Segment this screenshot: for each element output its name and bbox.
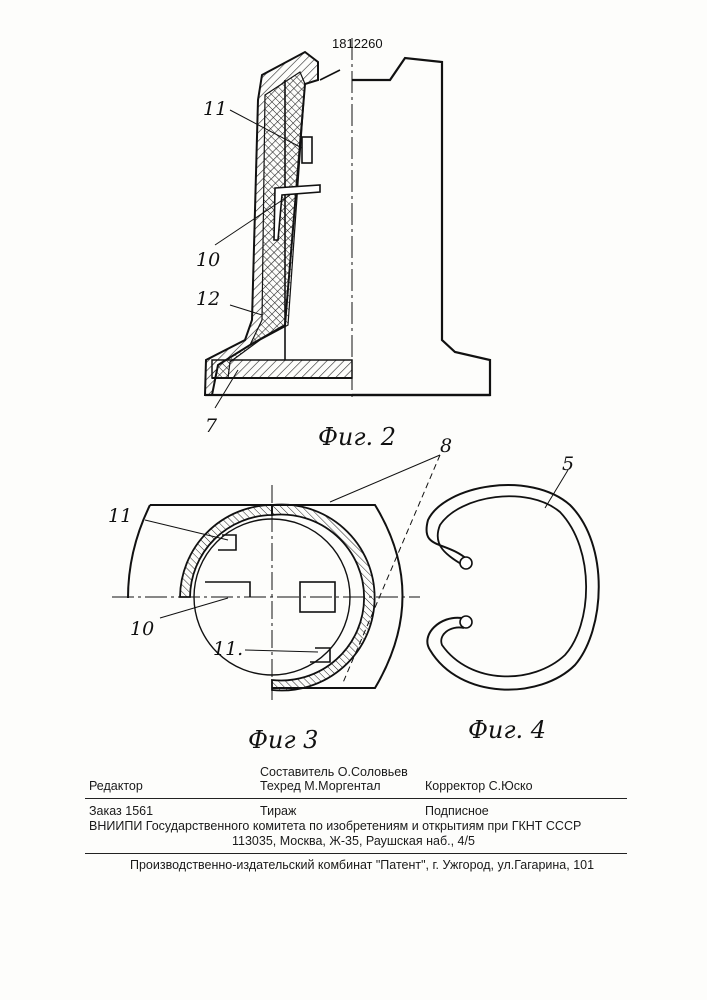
- fig4-caption: Фиг. 4: [468, 716, 546, 744]
- colophon: Составитель О.Соловьев Редактор Техред М…: [0, 760, 707, 1000]
- fig2-label-12: 12: [196, 288, 220, 310]
- fig3-label-10: 10: [130, 618, 154, 640]
- order-number: Заказ 1561: [89, 804, 153, 818]
- rule-2: [85, 853, 627, 854]
- fig3-label-8: 8: [440, 435, 452, 457]
- corrector: Корректор С.Юско: [425, 779, 533, 793]
- fig4-label-5: 5: [562, 453, 574, 475]
- organization: ВНИИПИ Государственного комитета по изоб…: [89, 819, 581, 833]
- editor-label: Редактор: [89, 779, 143, 793]
- figure-4: 5 Фиг. 4: [426, 453, 598, 744]
- circulation: Тираж: [260, 804, 296, 818]
- figure-2: 11 10 12 7 Фиг. 2: [196, 38, 490, 451]
- subscription: Подписное: [425, 804, 489, 818]
- fig2-label-7: 7: [205, 415, 218, 437]
- publisher: Производственно-издательский комбинат "П…: [130, 858, 594, 872]
- patent-drawings: 1812260 11: [0, 0, 707, 760]
- address: 113035, Москва, Ж-35, Раушская наб., 4/5: [232, 834, 475, 848]
- figure-3: 11 10 11. 8 Фиг 3: [108, 435, 452, 754]
- fig2-label-10: 10: [196, 249, 220, 271]
- patent-number: 1812260: [332, 36, 383, 51]
- fig3-label-11: 11: [108, 505, 132, 527]
- fig3-label-11b: 11.: [213, 638, 243, 660]
- rule-1: [85, 798, 627, 799]
- fig2-caption: Фиг. 2: [318, 423, 396, 451]
- compiler: Составитель О.Соловьев: [260, 765, 408, 779]
- fig2-label-11: 11: [203, 98, 227, 120]
- fig3-caption: Фиг 3: [248, 726, 318, 754]
- techred: Техред М.Моргентал: [260, 779, 381, 793]
